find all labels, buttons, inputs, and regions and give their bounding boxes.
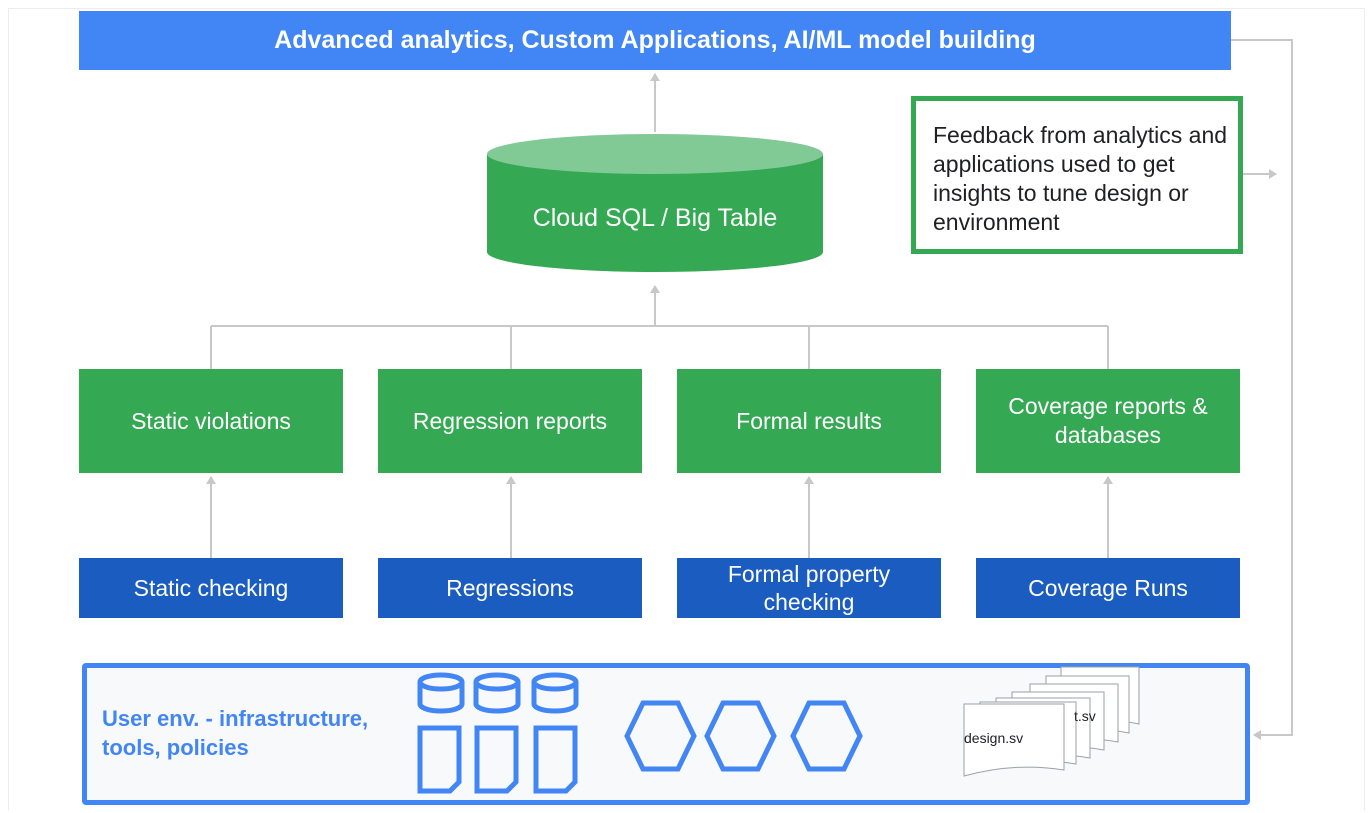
user-env-label: User env. - infrastructure, tools, polic…: [102, 706, 369, 760]
feedback-loop-line: [1231, 39, 1293, 740]
database-label: Cloud SQL / Big Table: [532, 203, 778, 232]
document-icon: [417, 725, 462, 794]
result-box-regression-reports: Regression reports: [378, 369, 642, 473]
tool-box-regressions: Regressions: [378, 558, 642, 618]
feedback-text: Feedback from analytics and applications…: [933, 122, 1228, 235]
hexagon-icon: [790, 700, 863, 772]
document-icon: [533, 725, 578, 794]
result-box-static-violations: Static violations: [79, 369, 343, 473]
database-icon: [531, 672, 579, 714]
file-name-back: t.sv: [1074, 708, 1096, 724]
database-cylinder: [487, 134, 823, 272]
tool-box-static-checking: Static checking: [79, 558, 343, 618]
database-icon: [473, 672, 521, 714]
database-icon: [417, 672, 465, 714]
feedback-box: Feedback from analytics and applications…: [911, 96, 1243, 254]
result-box-coverage-reports: Coverage reports & databases: [976, 369, 1240, 473]
hexagon-icon: [704, 700, 777, 772]
document-icon: [474, 725, 519, 794]
analytics-banner: Advanced analytics, Custom Applications,…: [79, 11, 1231, 70]
hexagon-icon: [624, 700, 697, 772]
diagram-frame: [8, 8, 1365, 811]
file-page-icon: [963, 703, 1065, 777]
file-name-front: design.sv: [964, 730, 1024, 746]
tool-box-formal-property-checking: Formal property checking: [677, 558, 941, 618]
result-box-formal-results: Formal results: [677, 369, 941, 473]
tool-box-coverage-runs: Coverage Runs: [976, 558, 1240, 618]
